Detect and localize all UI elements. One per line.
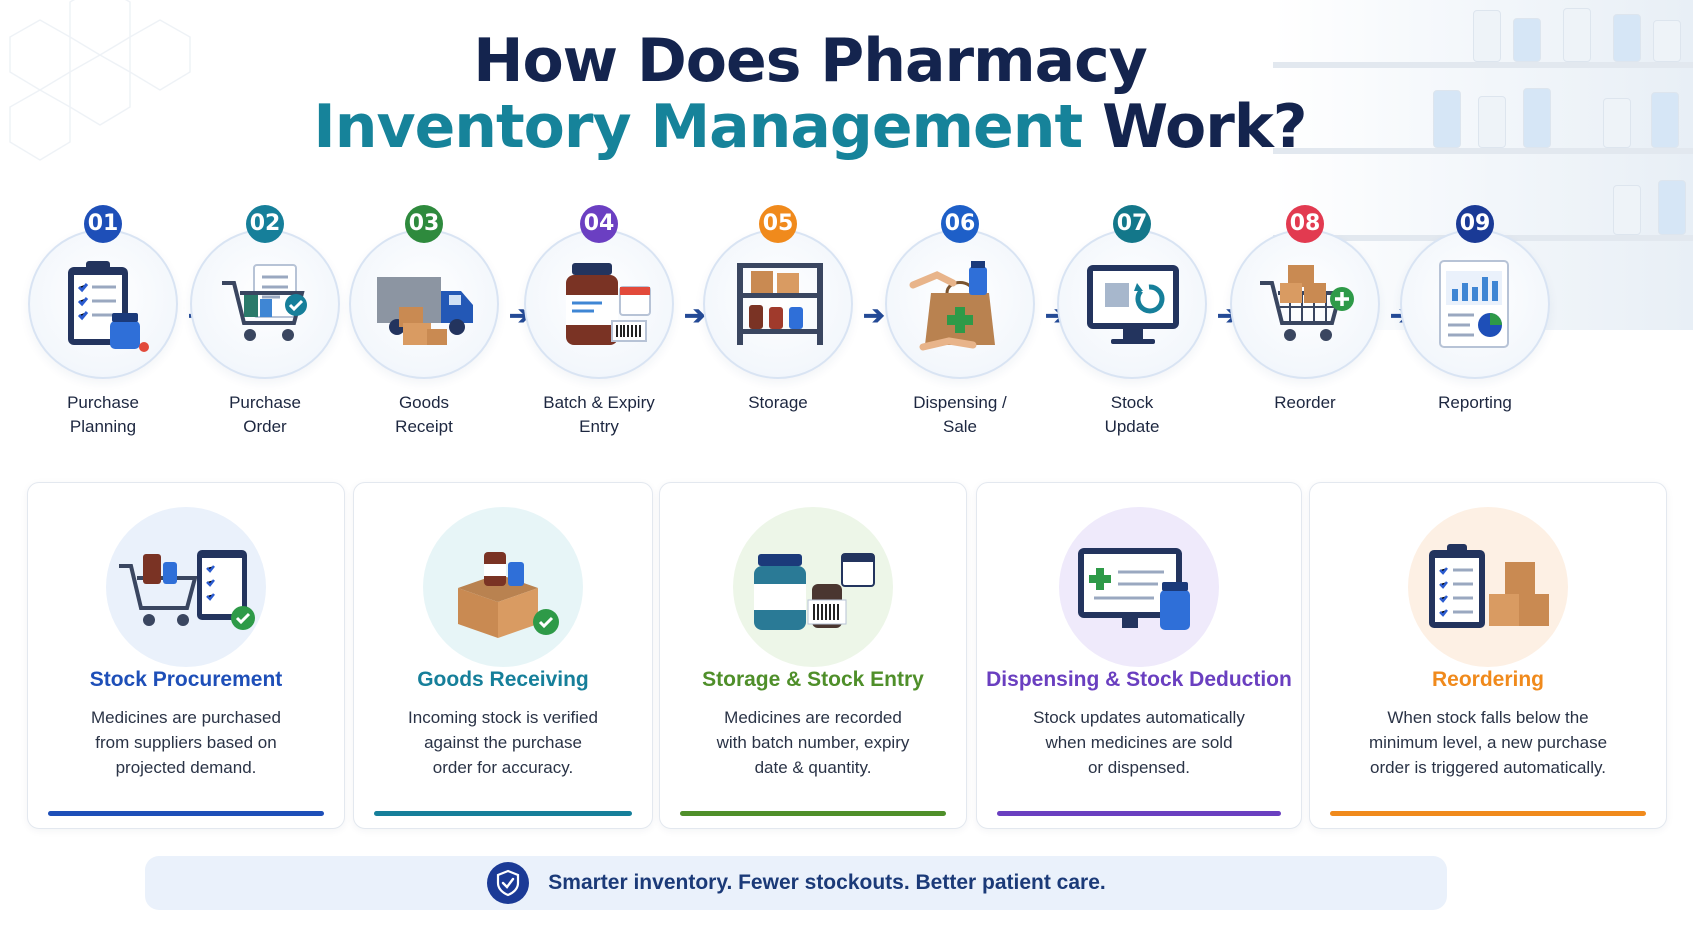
card-title: Dispensing & Stock Deduction	[986, 668, 1292, 691]
monitor-medicine-icon	[1078, 548, 1190, 630]
step-number-badge: 03	[405, 205, 443, 243]
step-number-badge: 06	[941, 205, 979, 243]
footer-banner: Smarter inventory. Fewer stockouts. Bett…	[145, 856, 1447, 910]
card-illustration	[1408, 507, 1568, 667]
card-illustration	[106, 507, 266, 667]
card-description: Stock updates automatically when medicin…	[1033, 708, 1245, 777]
step-illustration	[1230, 229, 1380, 379]
step-label: Storage	[748, 393, 808, 412]
cart-clipboard-icon	[119, 550, 255, 630]
step-illustration	[1400, 229, 1550, 379]
arrow-right-icon: ➔	[863, 300, 885, 330]
card-description: Medicines are purchased from suppliers b…	[91, 708, 281, 777]
shield-check-icon	[487, 862, 530, 904]
delivery-truck-icon	[377, 277, 473, 345]
step-number-badge: 05	[759, 205, 797, 243]
step-illustration	[349, 229, 499, 379]
title-rest: Work?	[1102, 92, 1308, 162]
medicine-bottle-icon	[566, 263, 651, 345]
step-number-badge: 07	[1113, 205, 1151, 243]
step-label: Goods Receipt	[395, 393, 453, 436]
step-number-badge: 08	[1286, 205, 1324, 243]
card-accent-bar	[997, 811, 1281, 816]
card-description: Medicines are recorded with batch number…	[716, 708, 910, 777]
report-chart-icon	[1439, 260, 1509, 348]
card-description: Incoming stock is verified against the p…	[408, 708, 598, 777]
step-label: Dispensing / Sale	[913, 393, 1007, 436]
step-illustration	[524, 229, 674, 379]
step-illustration	[1057, 229, 1207, 379]
step-label: Purchase Planning	[67, 393, 139, 436]
card-accent-bar	[1330, 811, 1646, 816]
step-label: Stock Update	[1104, 393, 1160, 436]
title-accent: Inventory Management	[313, 92, 1083, 162]
card-accent-bar	[374, 811, 632, 816]
step-illustration	[28, 229, 178, 379]
card-description: When stock falls below the minimum level…	[1368, 708, 1608, 777]
step-label: Reorder	[1274, 393, 1336, 412]
bottles-calendar-icon	[754, 553, 875, 630]
step-label: Reporting	[1438, 393, 1512, 412]
footer-tagline: Smarter inventory. Fewer stockouts. Bett…	[548, 871, 1106, 894]
monitor-sync-icon	[1087, 265, 1179, 344]
step-illustration	[190, 229, 340, 379]
card-title: Storage & Stock Entry	[702, 668, 924, 691]
card-title: Goods Receiving	[417, 668, 589, 691]
shopping-cart-icon	[222, 264, 307, 341]
card-title: Reordering	[1431, 668, 1544, 691]
page-title-line-1: How Does Pharmacy	[473, 26, 1148, 96]
clipboard-checklist-icon	[68, 261, 149, 352]
pharmacy-bag-icon	[909, 261, 995, 351]
step-label: Purchase Order	[229, 393, 301, 436]
card-title: Stock Procurement	[89, 668, 283, 691]
step-number-badge: 09	[1456, 205, 1494, 243]
step-number-badge: 04	[580, 205, 618, 243]
step-number-badge: 02	[246, 205, 284, 243]
card-accent-bar	[680, 811, 946, 816]
step-illustration	[703, 229, 853, 379]
card-illustration	[423, 507, 583, 667]
arrow-right-icon: ➔	[684, 300, 706, 330]
clipboard-boxes-icon	[1429, 544, 1549, 628]
cart-add-icon	[1260, 265, 1354, 341]
hexagon-pattern	[9, 0, 191, 161]
card-illustration	[733, 507, 893, 667]
storage-shelf-icon	[737, 263, 823, 345]
step-illustration	[885, 229, 1035, 379]
step-label: Batch & Expiry Entry	[543, 393, 655, 436]
open-box-icon	[458, 552, 559, 638]
card-illustration	[1059, 507, 1219, 667]
card-accent-bar	[48, 811, 324, 816]
step-number-badge: 01	[84, 205, 122, 243]
page-title-line-2: Inventory Management Work?	[0, 92, 1620, 162]
